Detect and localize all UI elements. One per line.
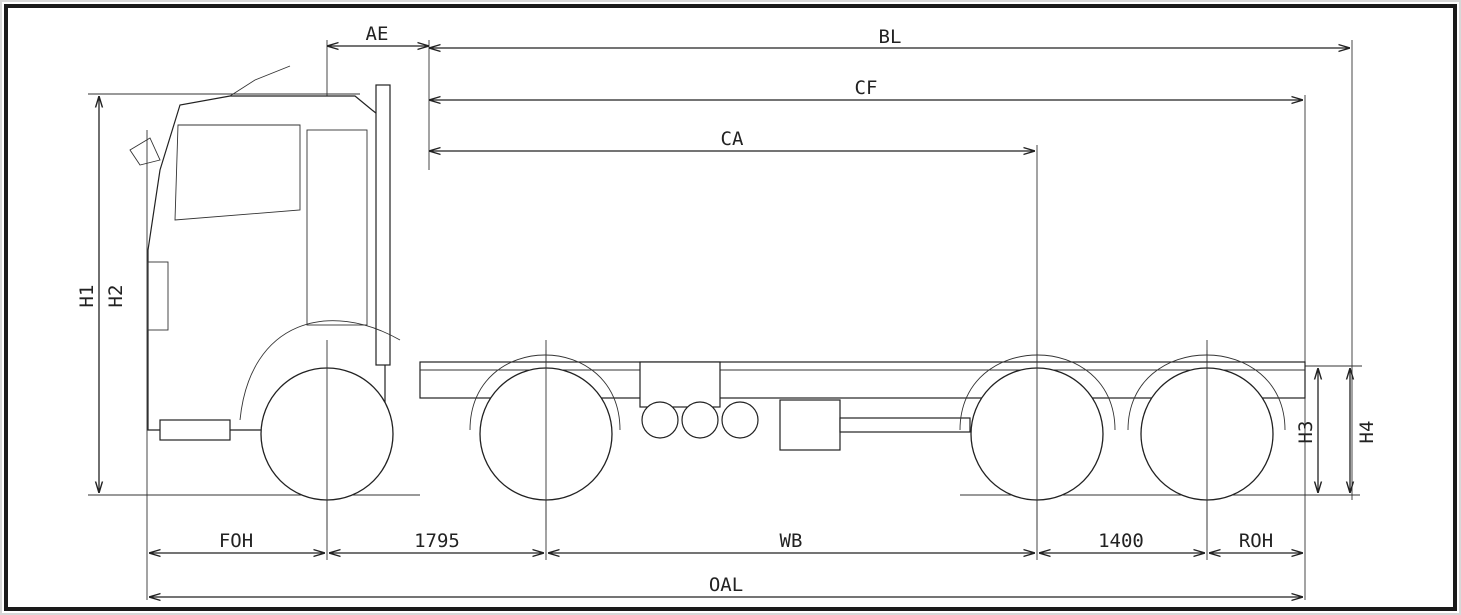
fuel-tank — [639, 361, 721, 408]
label-1795: 1795 — [414, 530, 460, 552]
headlight — [147, 261, 169, 331]
air-tank — [681, 401, 719, 439]
label-cf: CF — [855, 77, 878, 99]
drawing-border — [4, 4, 1457, 611]
air-tank — [641, 401, 679, 439]
label-oal: OAL — [709, 574, 743, 596]
label-roh: ROH — [1239, 530, 1273, 552]
fender-4 — [1127, 354, 1286, 431]
label-foh: FOH — [219, 530, 253, 552]
label-ae: AE — [366, 23, 389, 45]
label-h1: H1 — [76, 285, 98, 308]
label-bl: BL — [879, 26, 902, 48]
dimension-lines — [99, 46, 1350, 597]
truck-cab — [129, 65, 401, 441]
label-ca: CA — [721, 128, 744, 150]
exhaust-stack — [375, 84, 391, 366]
dimension-labels: AE BL CF CA H1 H2 H3 H4 FOH 1795 WB 1400… — [76, 23, 1378, 596]
label-1400: 1400 — [1098, 530, 1144, 552]
label-h3: H3 — [1295, 421, 1317, 444]
gearbox — [779, 399, 841, 451]
step — [159, 419, 231, 441]
sun-visor — [229, 65, 291, 97]
drive-shaft — [839, 417, 971, 433]
label-h4: H4 — [1356, 421, 1378, 444]
label-h2: H2 — [105, 285, 127, 308]
air-tank — [721, 401, 759, 439]
fender-2 — [469, 354, 621, 431]
fender-3 — [959, 354, 1116, 431]
mirror — [129, 137, 161, 166]
label-wb: WB — [780, 530, 803, 552]
wheels — [260, 340, 1286, 530]
wheel-arch — [239, 320, 401, 421]
cab-door — [306, 129, 368, 326]
cab-window — [174, 124, 301, 221]
